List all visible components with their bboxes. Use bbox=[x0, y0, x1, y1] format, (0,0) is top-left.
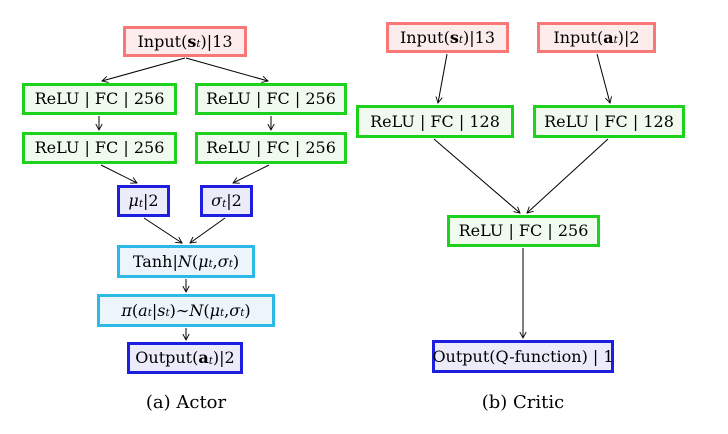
label-segment: ( bbox=[131, 300, 139, 320]
edge-arrow bbox=[189, 217, 226, 244]
label-segment: | bbox=[151, 300, 158, 320]
label-segment: t bbox=[208, 354, 213, 367]
label-segment: Output( bbox=[135, 348, 199, 367]
critic-output-q: Output(Q-function) | 1 bbox=[432, 340, 614, 373]
label-segment: ∼ bbox=[175, 300, 190, 320]
label-segment: N bbox=[177, 251, 192, 271]
label-segment: a bbox=[198, 348, 209, 367]
label-segment: σ bbox=[229, 300, 241, 320]
actor-fc2-left: ReLU | FC | 256 bbox=[22, 132, 177, 164]
label-segment: 2 bbox=[148, 191, 159, 210]
label-segment: t bbox=[165, 307, 170, 320]
label-segment: Input( bbox=[137, 31, 188, 51]
caption-actor: (a) Actor bbox=[145, 392, 227, 413]
label-segment: t bbox=[208, 258, 213, 271]
label-segment: Tanh bbox=[132, 251, 173, 271]
edge-arrow bbox=[101, 57, 186, 83]
label-segment: μ bbox=[209, 300, 220, 320]
label-segment: σ bbox=[211, 191, 223, 210]
label-segment: a bbox=[603, 27, 614, 47]
label-segment: ) bbox=[463, 27, 470, 47]
label-segment: | bbox=[469, 27, 475, 47]
edge-arrow bbox=[435, 53, 448, 104]
label-segment: Output(Q-function) | 1 bbox=[432, 346, 614, 366]
label-segment: ReLU | FC | 256 bbox=[458, 221, 589, 240]
actor-fc1-left: ReLU | FC | 256 bbox=[22, 83, 177, 115]
edge-arrow bbox=[232, 164, 270, 184]
edge-arrow bbox=[100, 164, 138, 184]
label-segment: N bbox=[189, 300, 204, 320]
label-segment: 2 bbox=[629, 27, 640, 47]
label-segment: t bbox=[196, 38, 201, 51]
label-segment: ) bbox=[244, 300, 251, 320]
label-segment: , bbox=[212, 251, 218, 271]
label-segment: t bbox=[138, 197, 143, 210]
label-segment: ReLU | FC | 128 bbox=[544, 111, 674, 131]
label-segment: ) bbox=[617, 27, 625, 47]
label-segment: , bbox=[224, 300, 230, 320]
label-segment: Input( bbox=[553, 27, 604, 47]
label-segment: μ bbox=[128, 191, 139, 210]
label-segment: ( bbox=[203, 300, 210, 320]
label-segment: π bbox=[121, 300, 132, 320]
label-segment: ReLU | FC | 256 bbox=[34, 89, 165, 108]
edge-arrow bbox=[596, 53, 612, 104]
edge-arrow bbox=[185, 57, 269, 83]
edge-arrow bbox=[433, 138, 521, 214]
label-segment: | bbox=[172, 251, 178, 271]
label-segment: t bbox=[613, 34, 618, 47]
label-segment: t bbox=[147, 307, 152, 320]
label-segment: t bbox=[222, 197, 227, 210]
edge-arrow bbox=[526, 138, 609, 214]
label-segment: | bbox=[219, 348, 225, 367]
label-segment: ) bbox=[232, 251, 240, 271]
label-segment: Input( bbox=[399, 27, 450, 47]
label-segment: 13 bbox=[474, 27, 496, 47]
label-segment: ReLU | FC | 256 bbox=[206, 89, 336, 108]
label-segment: ) bbox=[200, 31, 207, 51]
label-segment: a bbox=[138, 300, 148, 320]
label-segment: t bbox=[458, 34, 464, 47]
label-segment: s bbox=[187, 31, 197, 51]
label-segment: t bbox=[240, 307, 245, 320]
label-segment: μ bbox=[198, 251, 209, 271]
label-segment: t bbox=[219, 307, 225, 320]
label-segment: | bbox=[143, 191, 149, 210]
edge-arrow bbox=[143, 217, 183, 244]
critic-fc2: ReLU | FC | 256 bbox=[447, 215, 600, 247]
label-segment: s bbox=[157, 300, 166, 320]
label-segment: | bbox=[206, 31, 213, 51]
label-segment: σ bbox=[217, 251, 229, 271]
critic-fc1-state: ReLU | FC | 128 bbox=[356, 105, 514, 138]
label-segment: ( bbox=[191, 251, 199, 271]
critic-fc1-action: ReLU | FC | 128 bbox=[533, 105, 685, 138]
label-segment: 2 bbox=[224, 348, 235, 367]
label-segment: 2 bbox=[231, 191, 242, 210]
actor-fc2-right: ReLU | FC | 256 bbox=[195, 132, 347, 164]
label-segment: ) bbox=[212, 348, 220, 367]
label-segment: ReLU | FC | 256 bbox=[34, 138, 165, 157]
label-segment: s bbox=[449, 27, 459, 47]
actor-fc1-right: ReLU | FC | 256 bbox=[195, 83, 347, 115]
label-segment: | bbox=[624, 27, 630, 47]
label-segment: 13 bbox=[212, 31, 233, 51]
label-segment: ) bbox=[169, 300, 176, 320]
caption-critic: (b) Critic bbox=[481, 392, 565, 413]
label-segment: ReLU | FC | 128 bbox=[370, 111, 500, 131]
label-segment: | bbox=[226, 191, 232, 210]
label-segment: t bbox=[228, 258, 233, 271]
label-segment: ReLU | FC | 256 bbox=[206, 138, 336, 157]
